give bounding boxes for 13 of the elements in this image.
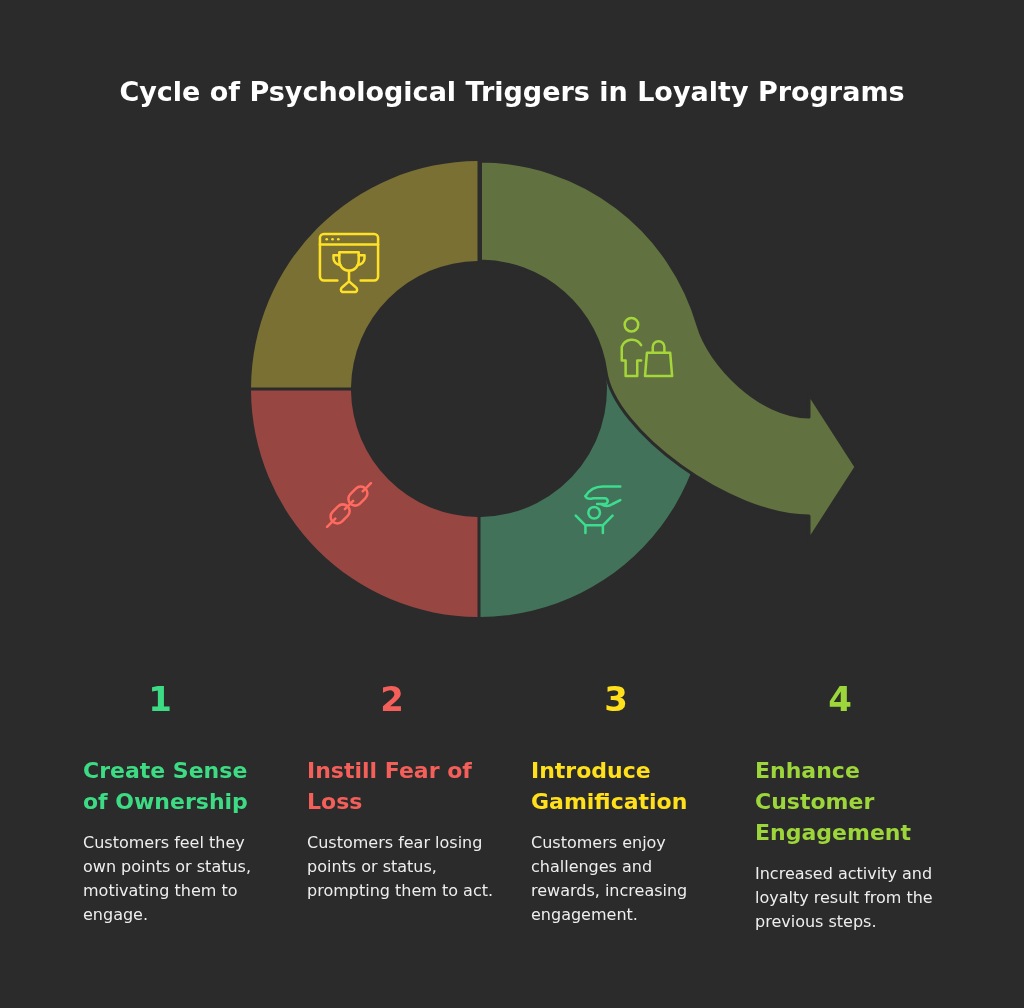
step-number: 1 [148,680,172,718]
step-number: 2 [380,680,404,718]
step-description: Increased activity and loyalty result from the previous steps. [755,863,934,933]
step-heading: Introduce Gamification [531,757,689,816]
step-description: Customers feel they own points or status, motivating them to engage. [83,832,253,926]
step-heading: Enhance Customer Engagement [755,757,912,847]
step-heading: Instill Fear of Loss [307,757,473,816]
step-heading: Create Sense of Ownership [83,757,249,816]
step-description: Customers enjoy challenges and rewards, increasing engagement. [531,832,689,926]
step-number: 4 [828,680,852,718]
diagram-title: Cycle of Psychological Triggers in Loyalty Programs [119,75,905,109]
step-number: 3 [604,680,628,718]
step-description: Customers fear losing points or status, prompting them to act. [307,832,495,902]
